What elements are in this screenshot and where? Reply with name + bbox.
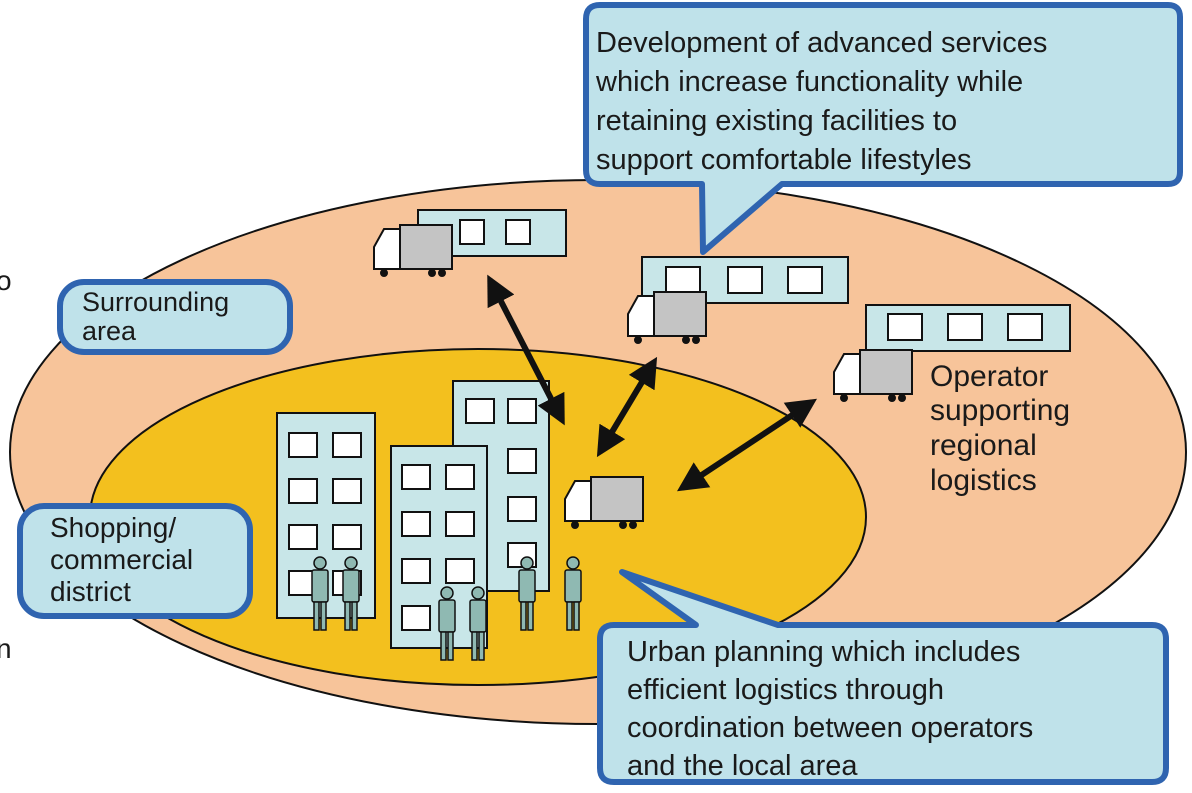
bottom-callout-text: Urban planning which includes efficient …	[627, 636, 1041, 782]
warehouse-3	[865, 304, 1071, 352]
central-truck-icon	[564, 476, 644, 530]
surrounding-area-label: Surrounding area	[82, 287, 237, 346]
truck-2-icon	[627, 291, 707, 345]
shopping-district-label-box	[17, 503, 253, 619]
arrow-warehouse1-to-center	[487, 274, 565, 426]
truck-1-icon	[373, 224, 453, 278]
top-callout-bubble	[583, 2, 1183, 255]
operator-label: Operator supporting regional logistics	[930, 360, 1078, 497]
shopping-district-label: Shopping/ commercial district	[50, 512, 201, 607]
bottom-callout-bubble	[597, 569, 1169, 785]
surrounding-area-label-box	[57, 279, 293, 355]
top-callout-text: Development of advanced services which i…	[595, 27, 1055, 176]
arrow-warehouse3-to-center	[676, 398, 818, 492]
warehouse-2	[641, 256, 849, 304]
truck-3-icon	[833, 349, 913, 403]
edge-fragment-upper: o	[0, 265, 12, 296]
arrow-warehouse2-to-center	[596, 356, 658, 458]
edge-fragment-lower: n	[0, 633, 12, 664]
